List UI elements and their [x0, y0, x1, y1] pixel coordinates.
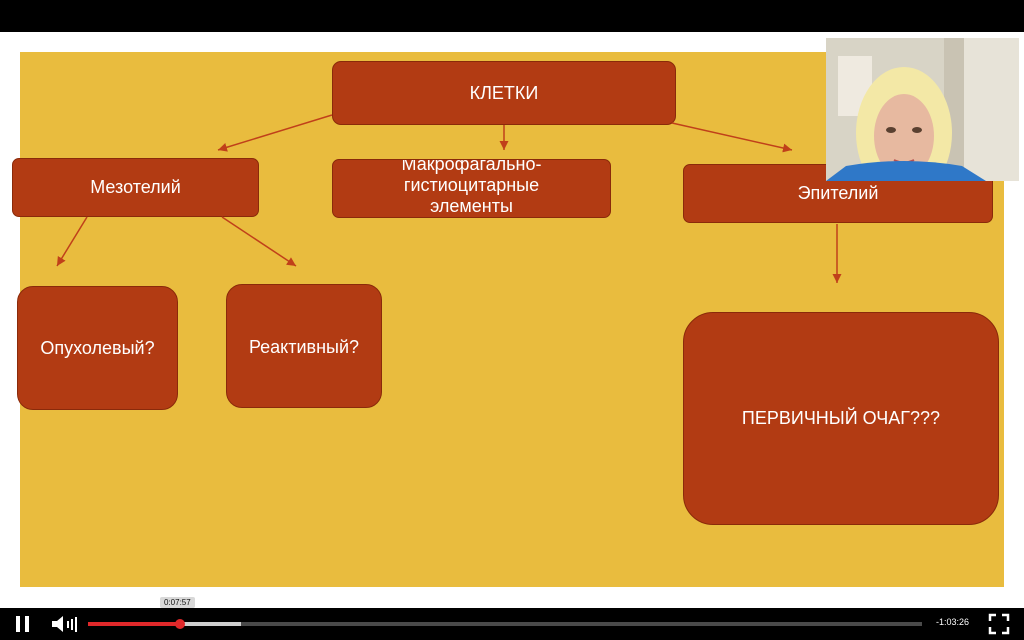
box-tumor-label: Опухолевый? [40, 337, 155, 358]
box-mesothelium-label: Мезотелий [90, 177, 181, 197]
box-primary-focus: ПЕРВИЧНЫЙ ОЧАГ??? [683, 312, 999, 525]
volume-button[interactable] [50, 614, 80, 634]
webcam-overlay [826, 38, 1019, 181]
volume-icon [52, 616, 77, 632]
time-tooltip: 0:07:57 [160, 597, 195, 608]
box-macrophage-line-1: Макрофагально- [401, 159, 542, 174]
seek-bar[interactable] [88, 622, 922, 626]
fullscreen-button[interactable] [988, 613, 1010, 635]
remaining-time: -1:03:26 [936, 617, 970, 627]
box-reactive: Реактивный? [226, 284, 382, 408]
seek-handle[interactable] [174, 619, 185, 629]
pause-button[interactable] [14, 614, 32, 634]
box-cells: КЛЕТКИ [332, 61, 676, 125]
box-cells-label: КЛЕТКИ [469, 82, 539, 103]
box-tumor: Опухолевый? [17, 286, 178, 410]
box-epithelium-label: Эпителий [797, 183, 879, 203]
box-macrophage: Макрофагально- гистиоцитарные элементы [332, 159, 611, 218]
top-bar [0, 0, 1024, 32]
box-primary-focus-label: ПЕРВИЧНЫЙ ОЧАГ??? [741, 408, 941, 428]
box-reactive-label: Реактивный? [248, 337, 360, 357]
seek-bar-played [88, 622, 180, 626]
presenter-photo [826, 38, 1019, 181]
box-mesothelium: Мезотелий [12, 158, 259, 217]
fullscreen-icon [988, 613, 1010, 635]
box-macrophage-line-2: гистиоцитарные [403, 175, 540, 195]
pause-icon [16, 616, 29, 632]
box-macrophage-line-3: элементы [430, 196, 513, 216]
